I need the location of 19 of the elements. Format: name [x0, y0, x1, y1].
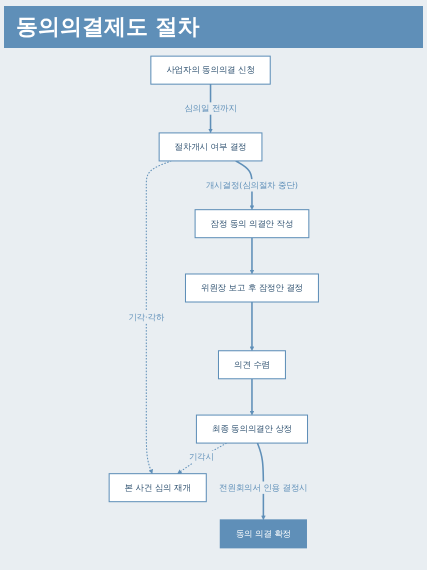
node-box: 본 사건 심의 재개	[108, 473, 206, 502]
node-box: 위원장 보고 후 잠정안 결정	[184, 273, 319, 303]
arrow	[249, 302, 254, 351]
arrow	[249, 238, 254, 274]
edge-label: 전원회의서 인용 결정시	[218, 482, 308, 492]
node-box: 동의 의결 확정	[219, 519, 307, 548]
arrow	[249, 378, 254, 416]
arrow	[177, 442, 227, 474]
node-box: 사업자의 동의의결 신청	[150, 56, 270, 85]
edge-label: 개시결정(심의절차 중단)	[206, 180, 298, 190]
node-box: 의견 수렴	[218, 350, 286, 380]
node-box: 최종 동의의결안 상정	[196, 414, 308, 444]
edge-label: 기각·각하	[128, 312, 164, 322]
node-box: 잠정 동의 의결안 작성	[194, 209, 310, 238]
edge-label: 심의일 전까지	[184, 103, 236, 114]
edge-label: 기각시	[188, 452, 214, 462]
diagram-title: 동의의결제도 절차	[4, 6, 423, 48]
arrow	[145, 160, 172, 474]
node-box: 절차개시 여부 결정	[158, 132, 262, 162]
